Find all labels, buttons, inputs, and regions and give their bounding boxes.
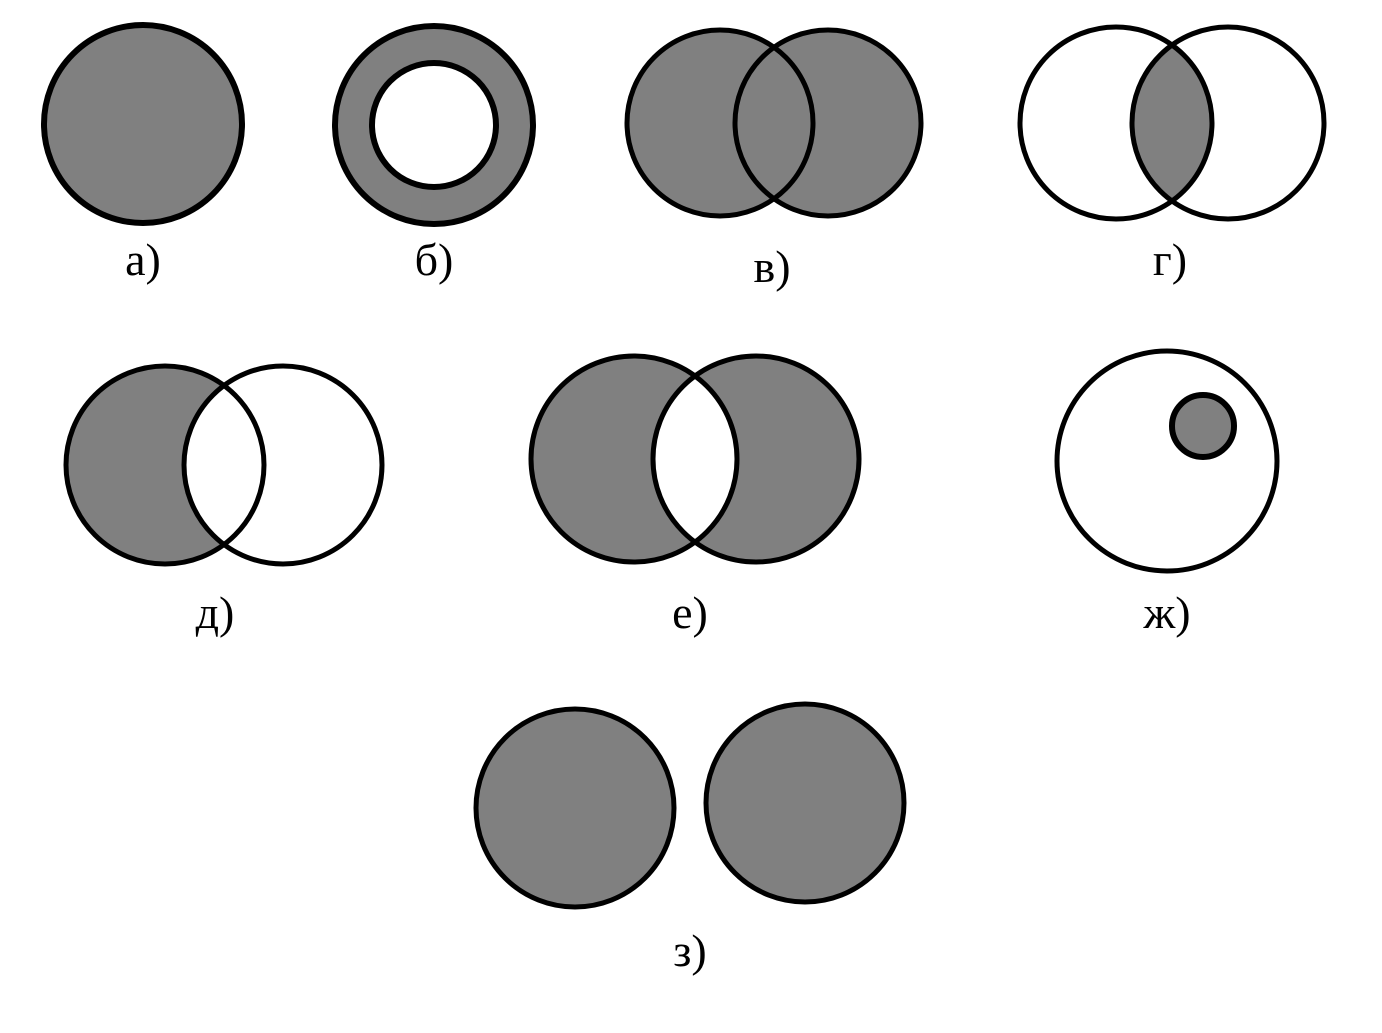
set-a-outline	[63, 363, 267, 567]
inner-circle	[369, 60, 499, 190]
difference-fill	[66, 366, 264, 564]
set-b-outline	[650, 353, 862, 565]
set-b-outline	[732, 27, 924, 219]
panel-b: б)	[332, 23, 536, 285]
set-b-circle	[703, 701, 907, 905]
panel-v: в)	[624, 27, 924, 292]
label-b: б)	[415, 234, 454, 285]
label-a: а)	[125, 234, 161, 285]
intersection-fill	[1132, 27, 1212, 219]
panel-e: е)	[528, 353, 862, 638]
label-g: г)	[1153, 234, 1187, 285]
set-b-outline	[181, 363, 385, 567]
panel-g: г)	[1017, 24, 1327, 285]
label-v: в)	[753, 241, 790, 292]
outer-set-outline	[1054, 348, 1280, 574]
set-a-circle	[41, 22, 245, 226]
set-a-circle	[473, 706, 677, 910]
set-a-outline	[1017, 24, 1215, 222]
label-d: д)	[196, 587, 235, 638]
panel-d: д)	[63, 363, 385, 638]
label-z: з)	[673, 925, 707, 976]
union-fill-right	[735, 30, 921, 216]
panel-a: а)	[41, 22, 245, 285]
panel-zh: ж)	[1054, 348, 1280, 638]
set-a-outline	[624, 27, 816, 219]
sym-diff-fill-right	[653, 356, 859, 562]
set-b-outline	[1129, 24, 1327, 222]
panel-z: з)	[473, 701, 907, 976]
label-e: е)	[672, 587, 708, 638]
label-zh: ж)	[1142, 587, 1190, 638]
set-a-outline	[528, 353, 740, 565]
subset-circle	[1169, 392, 1237, 460]
